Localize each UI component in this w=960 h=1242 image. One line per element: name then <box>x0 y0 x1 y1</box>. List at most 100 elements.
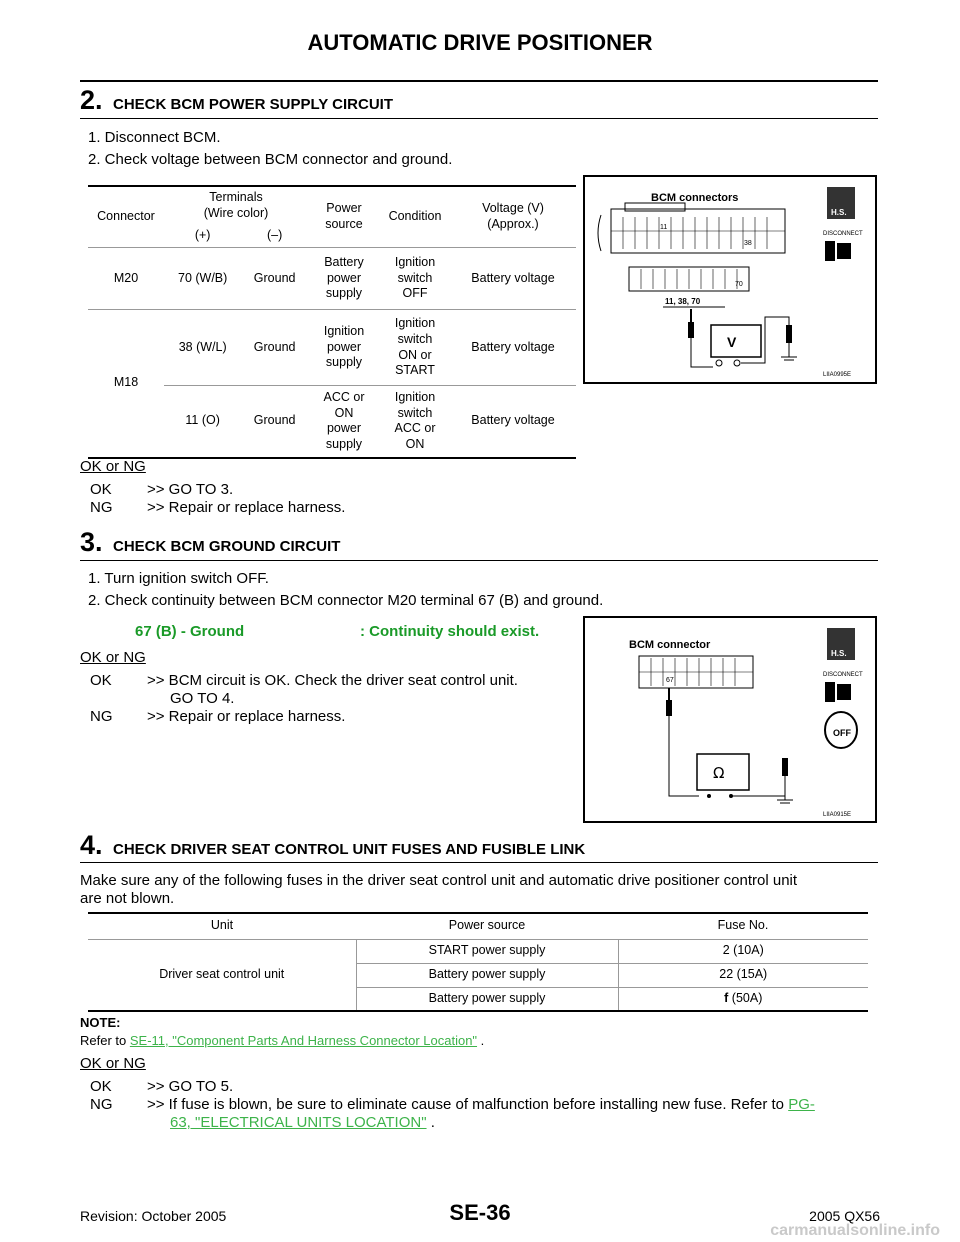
step4-rule <box>80 862 878 863</box>
page-title: AUTOMATIC DRIVE POSITIONER <box>307 30 653 55</box>
pg-link[interactable]: PG- <box>788 1096 815 1113</box>
meter-label: V <box>727 334 737 350</box>
voltage-table: Connector Terminals (Wire color) Power s… <box>88 185 576 459</box>
step2-rule <box>80 118 878 119</box>
header-rule <box>80 80 878 82</box>
watermark: carmanualsonline.info <box>770 1222 940 1239</box>
cell-voltage: Battery voltage <box>471 270 555 285</box>
off-label: OFF <box>833 728 851 738</box>
ng-action-text: >> If fuse is blown, be sure to eliminat… <box>147 1096 789 1113</box>
disconnect-icon <box>825 682 835 702</box>
cell-voltage: Battery voltage <box>471 413 555 428</box>
step2-title: CHECK BCM POWER SUPPLY CIRCUIT <box>112 96 394 113</box>
fuse-letter: f <box>724 990 729 1005</box>
disconnect-icon <box>825 241 835 261</box>
ignition-off-icon <box>824 711 858 749</box>
ok-action: >> GO TO 3. <box>147 481 234 498</box>
cell-unit: Driver seat control unit <box>159 966 285 981</box>
cell-condition: Ignition switch ON or START <box>394 316 436 378</box>
cell-minus: Ground <box>253 270 296 285</box>
meter-label: Ω <box>713 764 724 782</box>
cell-connector: M18 <box>113 375 139 390</box>
cell-fuse: f (50A) <box>617 987 868 1011</box>
ok-action: >> GO TO 5. <box>147 1078 234 1095</box>
note-prefix: Refer to <box>80 1033 130 1048</box>
ng-key: NG <box>90 708 113 725</box>
step3-heading: 3. CHECK BCM GROUND CIRCUIT <box>80 527 340 558</box>
note-label: NOTE: <box>80 1015 121 1030</box>
ng-action: >> If fuse is blown, be sure to eliminat… <box>147 1096 887 1113</box>
step4-number: 4. <box>80 830 103 860</box>
hs-badge-icon <box>827 187 855 219</box>
ng-key: NG <box>90 499 113 516</box>
bcm-connectors-figure: BCM connectors 11 38 70 11, 38, 70 V <box>583 175 877 384</box>
pin-label: 11 <box>660 224 667 231</box>
note-suffix: . <box>477 1033 485 1048</box>
step2-item-2: 2. Check voltage between BCM connector a… <box>88 151 453 168</box>
model-text: 2005 QX56 <box>809 1208 880 1224</box>
fuse-rating: (50A) <box>728 990 763 1005</box>
figure-code: LIIA0995E <box>823 372 851 378</box>
cell-connector: M20 <box>113 270 139 285</box>
page-number: SE-36 <box>449 1200 511 1225</box>
cell-power: Battery power supply <box>324 255 364 301</box>
cell-voltage: Battery voltage <box>471 339 555 354</box>
bcm-connectors-diagram: BCM connectors 11 38 70 11, 38, 70 V <box>597 187 863 378</box>
cell-power: START power supply <box>355 939 618 963</box>
ng-action: >> Repair or replace harness. <box>147 499 346 516</box>
cell-fuse: 22 (15A) <box>617 963 868 987</box>
figure-title: BCM connector <box>629 639 711 651</box>
th-power-source: Power source <box>325 201 363 231</box>
step4-intro-1: Make sure any of the following fuses in … <box>80 872 798 889</box>
step3-number: 3. <box>80 527 103 557</box>
ng-tail: . <box>426 1114 435 1131</box>
ok-action-cont: GO TO 4. <box>170 690 235 707</box>
bcm-connector-figure: BCM connector 67 Ω H.S. DISCONNECT OFF L… <box>583 616 877 823</box>
hs-badge-icon <box>827 628 855 660</box>
step2-item-1: 1. Disconnect BCM. <box>88 129 221 146</box>
ok-key: OK <box>90 481 112 498</box>
cell-condition: Ignition switch ACC or ON <box>394 390 436 451</box>
cell-power: ACC or ON power supply <box>323 390 365 451</box>
step3-rule <box>80 560 878 561</box>
bcm-continuity-diagram: BCM connector 67 Ω H.S. DISCONNECT OFF L… <box>629 628 863 818</box>
th-connector: Connector <box>97 209 155 224</box>
pin-label: 38 <box>744 240 752 247</box>
ok-action: >> BCM circuit is OK. Check the driver s… <box>147 672 518 689</box>
step4-title: CHECK DRIVER SEAT CONTROL UNIT FUSES AND… <box>112 841 586 858</box>
step3-item-2: 2. Check continuity between BCM connecto… <box>88 592 604 609</box>
step2-heading: 2. CHECK BCM POWER SUPPLY CIRCUIT <box>80 85 393 116</box>
figure-code: LIIA0915E <box>823 812 851 818</box>
disconnect-label: DISCONNECT <box>823 231 863 237</box>
pin-label: 70 <box>735 281 743 288</box>
th-power-source: Power source <box>448 918 526 933</box>
probe-label: 11, 38, 70 <box>665 297 701 306</box>
note-text: Refer to SE-11, "Component Parts And Har… <box>80 1033 484 1048</box>
spec-right: : Continuity should exist. <box>360 623 540 640</box>
pg-link-cont[interactable]: 63, "ELECTRICAL UNITS LOCATION" <box>170 1114 427 1131</box>
cell-plus: 11 (O) <box>185 413 220 428</box>
cell-power: Battery power supply <box>355 963 618 987</box>
th-plus: (+) <box>194 228 211 243</box>
ng-action-cont: 63, "ELECTRICAL UNITS LOCATION" . <box>170 1114 435 1131</box>
okng-label: OK or NG <box>80 1055 146 1072</box>
badge-label: H.S. <box>831 649 847 658</box>
cell-condition: Ignition switch OFF <box>394 255 436 301</box>
step4-heading: 4. CHECK DRIVER SEAT CONTROL UNIT FUSES … <box>80 830 585 861</box>
cell-power: Battery power supply <box>355 987 618 1011</box>
ok-key: OK <box>90 1078 112 1095</box>
cell-plus: 70 (W/B) <box>178 270 228 285</box>
th-unit: Unit <box>210 918 234 933</box>
step2-number: 2. <box>80 85 103 115</box>
fuse-table: Unit Power source Fuse No. Driver seat c… <box>88 912 868 1012</box>
th-fuse-no: Fuse No. <box>717 918 769 933</box>
th-condition: Condition <box>388 209 442 224</box>
ng-key: NG <box>90 1096 113 1113</box>
cell-power: Ignition power supply <box>323 324 365 370</box>
revision-text: Revision: October 2005 <box>80 1208 227 1224</box>
ok-key: OK <box>90 672 112 689</box>
note-link[interactable]: SE-11, "Component Parts And Harness Conn… <box>129 1033 478 1048</box>
cell-plus: 38 (W/L) <box>178 339 227 354</box>
step3-item-1: 1. Turn ignition switch OFF. <box>88 570 269 587</box>
pin-label: 67 <box>666 677 674 684</box>
